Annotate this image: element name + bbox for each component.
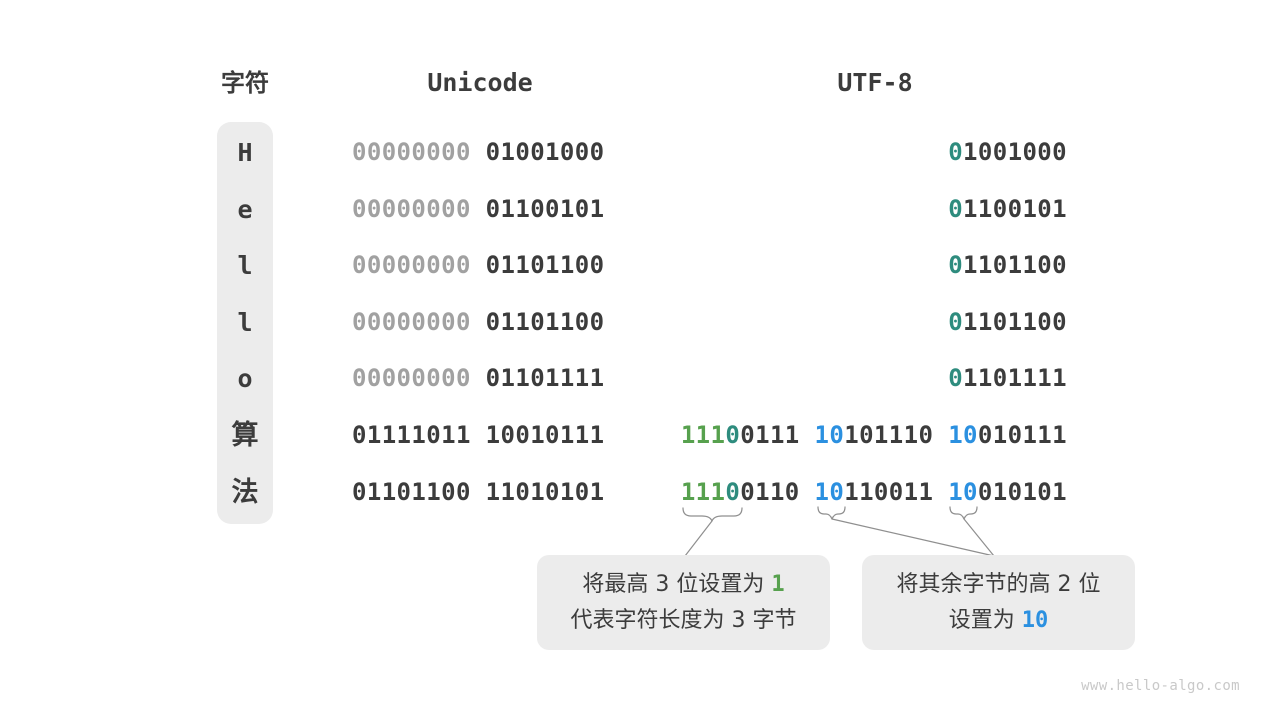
connector-line-middle [831, 518, 995, 557]
character-cell: l [237, 307, 253, 337]
unicode-bits-cell: 01101100 11010101 [352, 464, 604, 521]
character-cell: e [237, 194, 253, 224]
bits-dark: 0111 [740, 421, 800, 449]
note-line: 将其余字节的高 2 位 [862, 567, 1135, 603]
note-line: 设置为 10 [862, 603, 1135, 639]
column-header-char: 字符 [221, 69, 269, 97]
bits-dark [933, 421, 948, 449]
bits-gray: 00000000 [352, 364, 471, 393]
utf8-bits-cell: 11100110 10110011 10010101 [681, 464, 1067, 521]
bits-dark [471, 138, 486, 166]
bits-gray: 00000000 [352, 138, 471, 166]
note-line: 代表字符长度为 3 字节 [537, 603, 830, 639]
bits-teal: 0 [948, 251, 964, 280]
bits-dark: 110011 [844, 477, 934, 506]
bits-dark [933, 478, 948, 506]
column-header-utf8: UTF-8 [837, 68, 913, 97]
utf8-bits-cell: 01100101 [948, 181, 1067, 238]
bits-dark: 101110 [844, 421, 934, 449]
bits-dark: 1101100 [963, 251, 1067, 280]
bits-dark [471, 195, 486, 223]
bits-dark: 010111 [977, 421, 1067, 449]
connector-line-left [684, 520, 713, 557]
bits-dark: 01100101 [485, 194, 605, 223]
bits-dark: 01101111 [485, 364, 605, 393]
bits-dark: 01001000 [485, 138, 605, 166]
utf8-bits-cell: 01101100 [948, 237, 1067, 294]
bits-teal: 0 [725, 477, 741, 506]
bits-teal: 0 [725, 421, 741, 449]
bits-green: 111 [680, 477, 726, 506]
utf8-bits-cell: 01101100 [948, 294, 1067, 351]
bits-dark: 0110 [740, 477, 800, 506]
character-cell: H [237, 138, 253, 167]
watermark: www.hello-algo.com [1081, 678, 1240, 694]
connector-line-right [963, 518, 995, 557]
note-line: 将最高 3 位设置为 1 [537, 567, 830, 603]
bits-teal: 0 [948, 364, 964, 393]
utf8-bits-cell: 01001000 [948, 124, 1067, 181]
bits-dark [471, 251, 486, 279]
unicode-bits-cell: 00000000 01101111 [352, 350, 604, 407]
bits-teal: 0 [948, 194, 964, 223]
bits-blue: 10 [948, 477, 978, 506]
bits-gray: 00000000 [352, 251, 471, 280]
character-cell: o [237, 364, 253, 394]
bits-dark [471, 308, 486, 336]
bits-dark: 将其余字节的高 2 位 [896, 571, 1101, 597]
bits-dark: 01101100 [485, 307, 605, 336]
note-header-bits: 将最高 3 位设置为 1 代表字符长度为 3 字节 [537, 555, 830, 650]
bits-dark: 01101100 [485, 251, 605, 280]
bits-blue: 10 [948, 421, 978, 449]
bits-green: 1 [771, 571, 785, 597]
bits-blue: 10 [814, 477, 845, 506]
bits-gray: 00000000 [352, 307, 471, 336]
bits-blue: 10 [1021, 607, 1049, 633]
bits-dark [471, 364, 486, 392]
column-header-unicode: Unicode [427, 68, 533, 97]
note-continuation-bits: 将其余字节的高 2 位设置为 10 [862, 555, 1135, 650]
bits-dark: 代表字符长度为 3 字节 [570, 607, 797, 633]
bits-teal: 0 [948, 138, 964, 166]
bits-dark: 设置为 [948, 607, 1022, 633]
bits-dark: 010101 [977, 477, 1067, 506]
bits-dark: 01101100 11010101 [352, 477, 605, 506]
bits-gray: 00000000 [352, 194, 471, 223]
bits-dark: 01111011 10010111 [352, 421, 605, 449]
bits-green: 111 [680, 421, 726, 449]
bits-blue: 10 [814, 421, 845, 449]
utf8-bits-cell: 11100111 10101110 10010111 [681, 407, 1067, 464]
character-cell: 法 [231, 476, 259, 508]
bits-dark [800, 478, 815, 506]
character-cell: 算 [231, 420, 259, 451]
unicode-bits-cell: 00000000 01101100 [352, 237, 604, 294]
bits-teal: 0 [948, 307, 964, 336]
bits-dark: 1100101 [963, 194, 1067, 223]
unicode-bits-cell: 00000000 01101100 [352, 294, 604, 351]
unicode-bits-cell: 01111011 10010111 [352, 407, 604, 464]
character-cell: l [237, 251, 253, 281]
bits-dark [800, 421, 815, 449]
unicode-bits-cell: 00000000 01001000 [352, 124, 604, 181]
utf8-bits-cell: 01101111 [948, 350, 1067, 407]
character-column-background [217, 122, 273, 524]
bits-dark: 1001000 [963, 138, 1067, 166]
bits-dark: 1101100 [963, 307, 1067, 336]
bits-dark: 1101111 [963, 364, 1067, 393]
unicode-bits-cell: 00000000 01100101 [352, 181, 604, 238]
bits-dark: 将最高 3 位设置为 [582, 571, 772, 597]
